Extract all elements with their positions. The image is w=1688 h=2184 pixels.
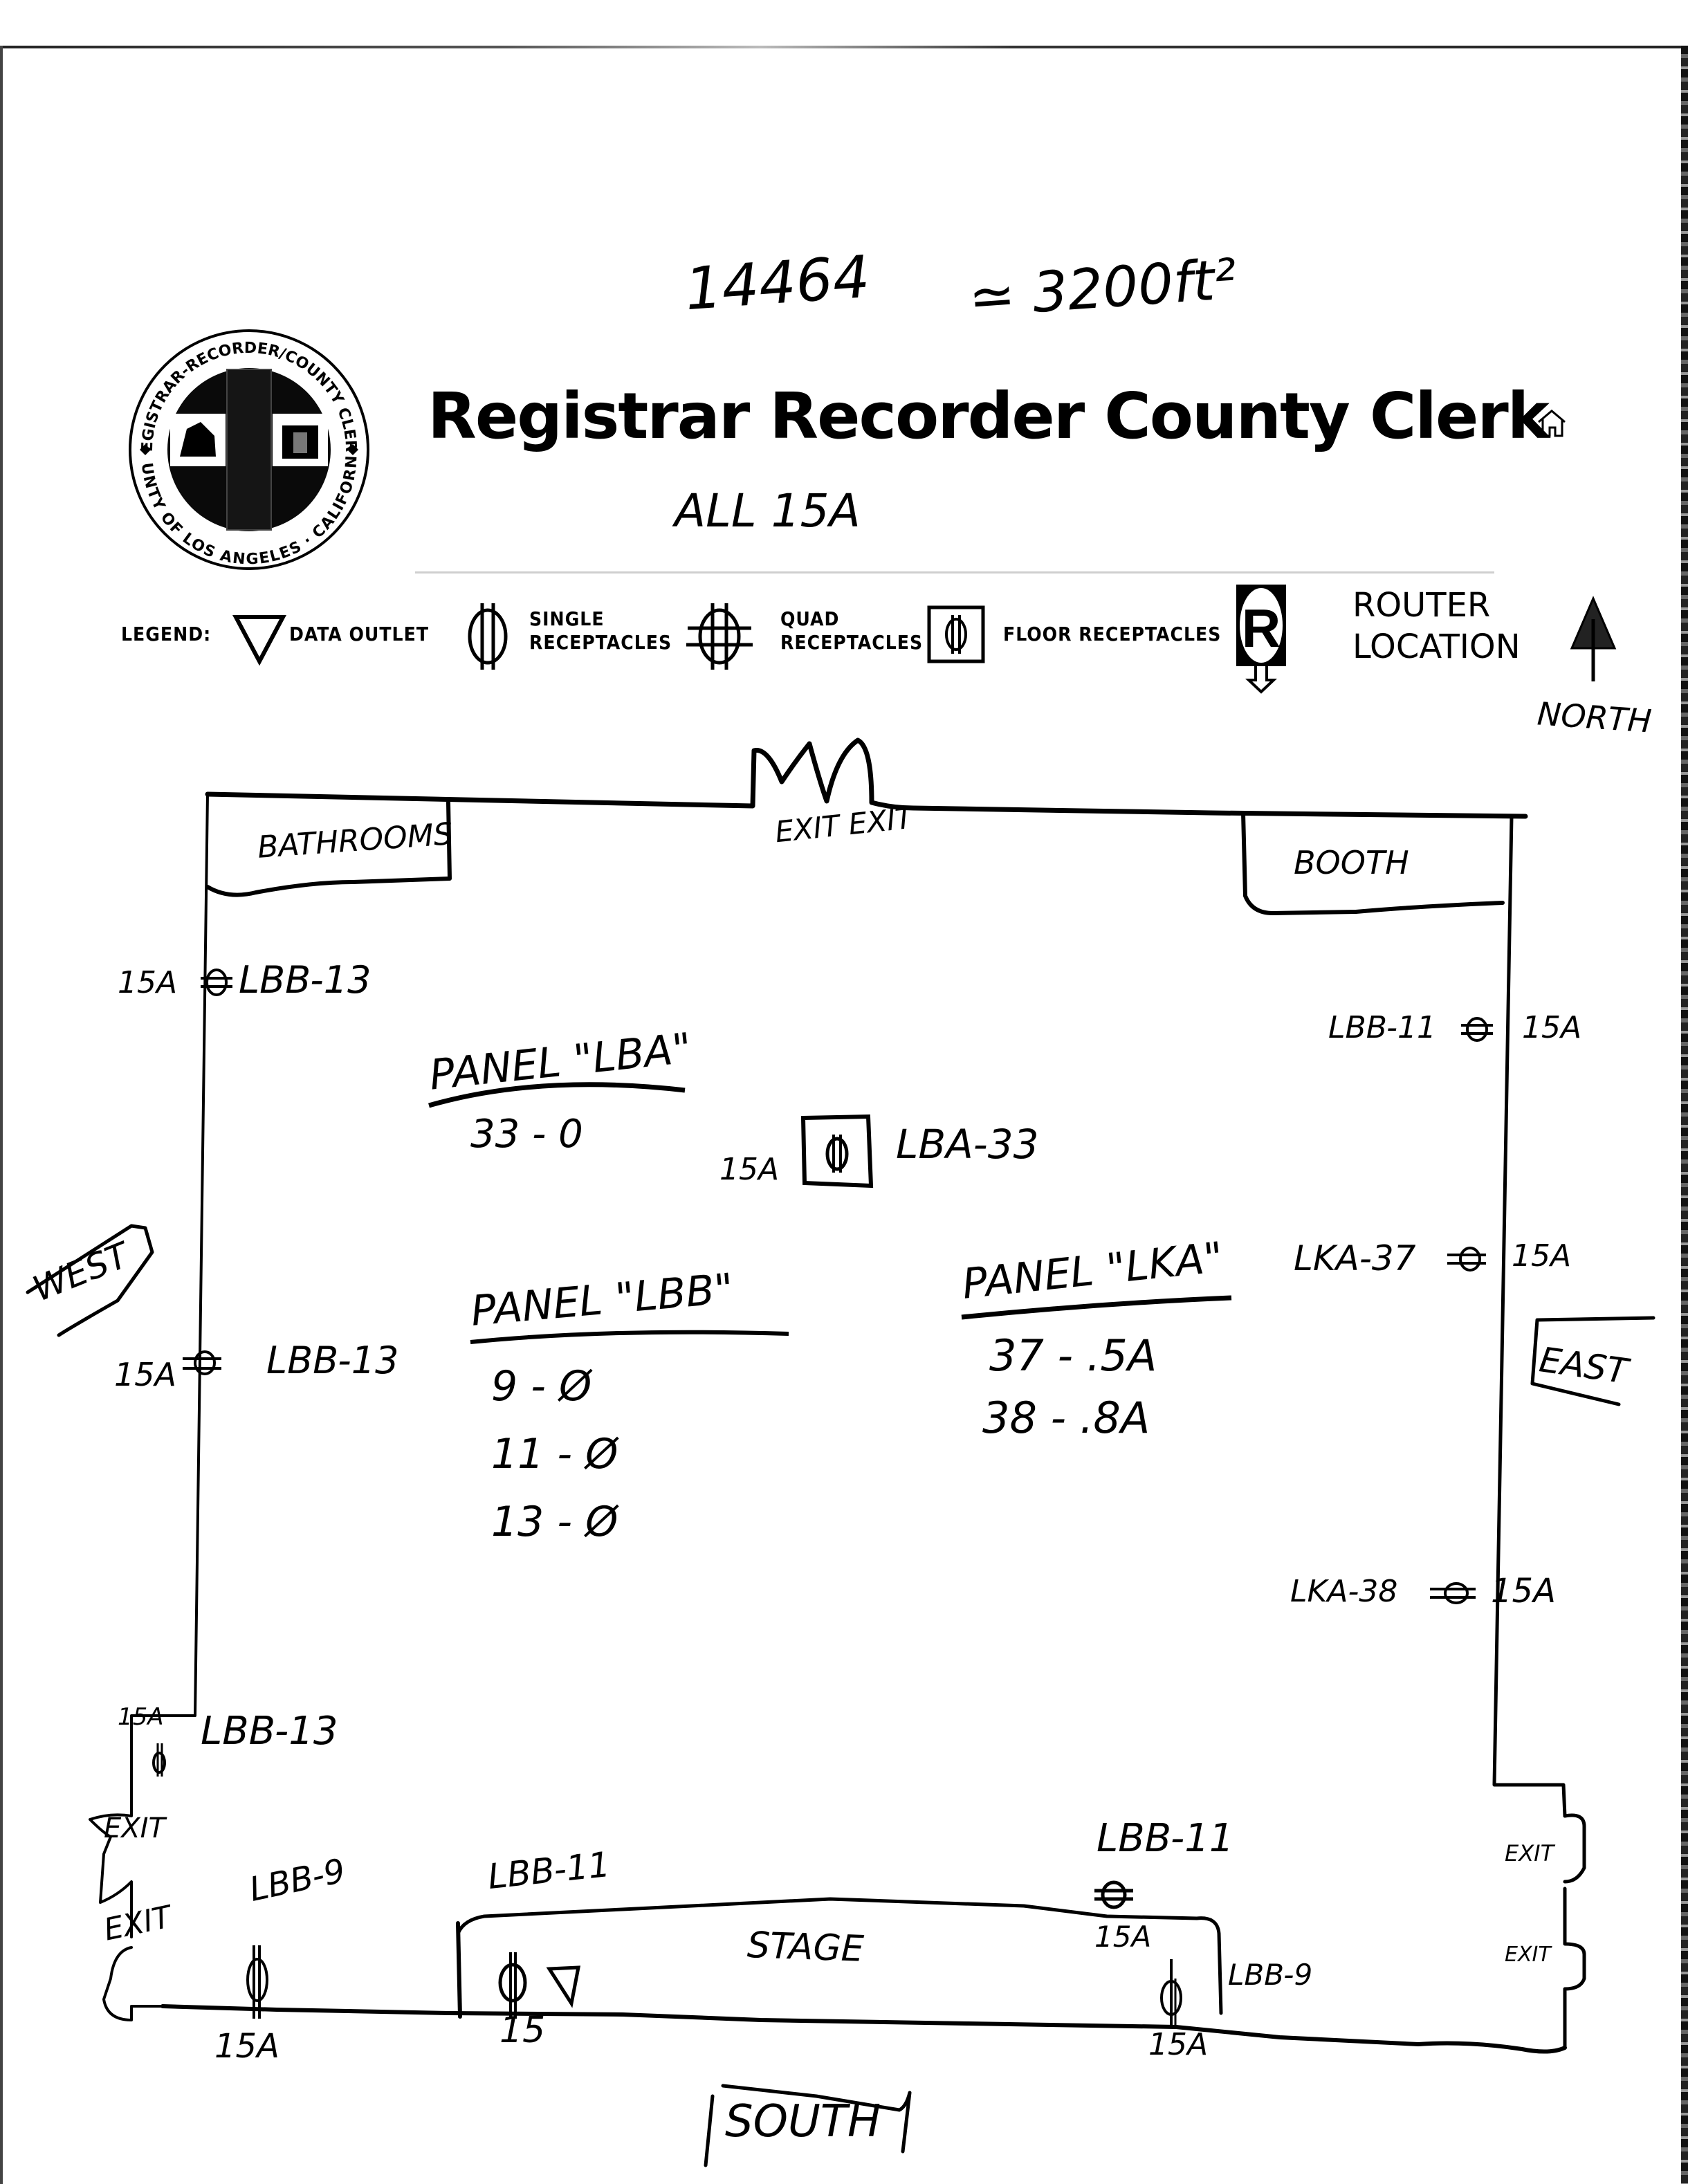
all-15a-note: ALL 15A [675,484,861,538]
data-outlet-triangle-icon [232,614,287,666]
single-receptacle-icon[interactable] [151,1742,167,1778]
outlet-circuit: LBB-13 [266,1339,399,1382]
panel-lbb-circuit-11: 11 - Ø [491,1430,618,1478]
single-receptacle-icon[interactable] [497,1951,529,2020]
outlet-rating: 15 [499,2010,546,2051]
panel-lka: PANEL "LKA" 37 - .5A 38 - .8A [960,1233,1252,1449]
quad-receptacle-icon[interactable] [1446,1245,1487,1273]
floor-receptacle-icon [927,605,985,663]
outlet-rating: 15A [118,1703,164,1731]
south-label: SOUTH [725,2096,881,2147]
outlet-rating: 15A [1491,1572,1556,1611]
panel-lba-circuit: 33 - 0 [470,1112,583,1157]
outlet-rating: 15A [1094,1920,1152,1954]
panel-lba: PANEL "LBA" 33 - 0 [427,1024,694,1157]
panel-lbb-circuit-9: 9 - Ø [491,1362,592,1411]
legend-data-outlet-label: DATA OUTLET [289,623,430,645]
quad-receptacle-icon[interactable] [1093,1878,1135,1913]
west-exit-upper-label: EXIT [104,1813,165,1844]
quad-receptacle-icon[interactable] [1460,1016,1494,1043]
single-receptacle-icon [467,602,508,671]
single-receptacle-icon[interactable] [246,1944,269,2020]
outlet-circuit: LBB-13 [201,1709,338,1754]
north-arrow-icon [1569,596,1617,681]
scan-edge-left [0,46,3,2184]
outlet-rating: 15A [1522,1010,1582,1045]
panel-lbb-circuit-13: 13 - Ø [491,1498,618,1546]
single-receptacle-icon[interactable] [1159,1958,1186,2027]
quad-receptacle-icon[interactable] [181,1348,223,1378]
outlet-circuit: LBB-13 [239,958,371,1002]
floor-receptacle-icon[interactable] [799,1114,875,1190]
stage-label: STAGE [746,1925,865,1970]
scan-edge-right [1681,46,1688,2184]
outlet-rating: 15A [214,2027,279,2066]
quad-receptacle-icon [685,602,754,671]
east-exit-lower-label: EXIT [1505,1943,1551,1967]
legend-floor-receptacles-label: FLOOR RECEPTACLES [1003,623,1222,645]
svg-text:R: R [1242,598,1281,659]
quad-receptacle-icon[interactable] [199,967,234,998]
outlet-circuit: LBA-33 [896,1121,1039,1168]
data-outlet-triangle-icon[interactable] [546,1965,581,2008]
outlet-rating: 15A [1512,1238,1572,1274]
panel-lbb: PANEL "LBB" 9 - Ø 11 - Ø 13 - Ø [469,1265,802,1556]
router-icon: R [1236,585,1286,694]
legend-label: LEGEND: [121,623,212,645]
outlet-rating: 15A [719,1152,780,1187]
outlet-rating: 15A [1148,2027,1209,2062]
page-title: Registrar Recorder County Clerk [428,379,1550,453]
outlet-circuit: LBB-11 [1097,1816,1234,1861]
panel-lka-circuit-37: 37 - .5A [989,1330,1157,1381]
county-seal-logo: REGISTRAR-RECORDER/COUNTY CLERK COUNTY O… [118,312,374,574]
outlet-circuit: LKA-37 [1294,1238,1416,1278]
outlet-circuit: LKA-38 [1290,1574,1398,1609]
outlet-circuit: LBB-9 [1228,1958,1313,1992]
scan-edge-top [0,46,1688,48]
outlet-rating: 15A [114,1356,177,1393]
outlet-circuit: LBB-11 [1328,1010,1436,1045]
outlet-rating: 15A [118,965,178,1000]
booth-label: BOOTH [1294,844,1409,881]
quad-receptacle-icon[interactable] [1429,1581,1477,1606]
panel-lka-circuit-38: 38 - .8A [982,1393,1150,1443]
home-icon[interactable] [1534,407,1569,441]
header-divider [415,571,1494,573]
east-exit-upper-label: EXIT [1505,1840,1554,1866]
